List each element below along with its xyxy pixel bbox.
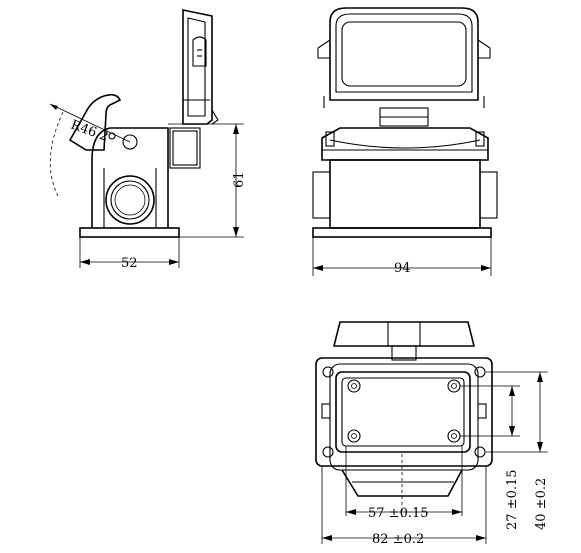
side-cable-gland xyxy=(105,175,155,225)
front-open-hood xyxy=(329,7,479,101)
top-inner-width-label: 57 ±0.15 xyxy=(368,506,429,521)
top-outer-height-label: 40 ±0.2 xyxy=(534,478,549,530)
side-base-plate xyxy=(79,227,180,238)
side-height-label: 61 xyxy=(232,171,247,188)
front-width-label: 94 xyxy=(394,261,411,276)
front-base-plate xyxy=(312,227,492,238)
radius-arc xyxy=(49,109,65,197)
front-housing-body xyxy=(329,159,481,229)
side-open-hood xyxy=(182,9,213,125)
top-outer-width-label: 82 ±0.2 xyxy=(372,532,424,547)
side-width-label: 52 xyxy=(121,256,138,271)
top-cable-gland xyxy=(341,469,463,497)
side-view: R46.2 52 61 xyxy=(49,9,247,271)
top-hood xyxy=(332,321,476,347)
side-housing-body xyxy=(91,127,169,228)
top-inner-height-label: 27 ±0.15 xyxy=(505,469,520,530)
side-lever xyxy=(68,93,122,151)
radius-label: R46.2 xyxy=(69,118,111,145)
front-view: 94 xyxy=(312,7,498,276)
radius-leader xyxy=(49,103,131,143)
side-pivot-circle xyxy=(122,134,138,150)
top-view: 57 ±0.15 82 ±0.2 27 ±0.15 40 ±0.2 xyxy=(315,321,549,547)
top-base-flange xyxy=(315,357,493,467)
